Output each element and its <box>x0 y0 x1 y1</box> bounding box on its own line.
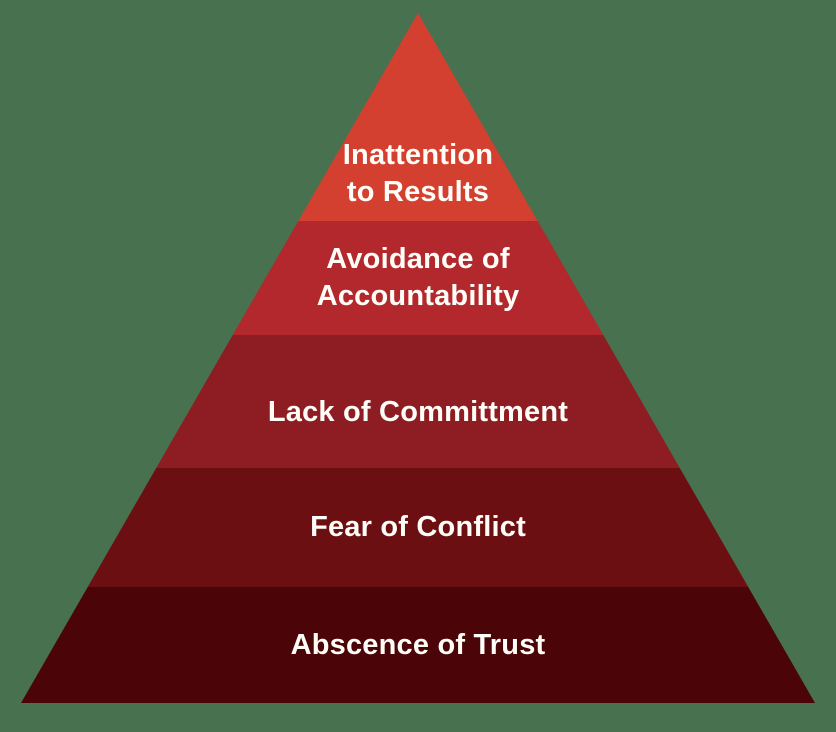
tier-lack-of-committment: Lack of Committment <box>21 335 815 468</box>
tier-abscence-of-trust: Abscence of Trust <box>21 587 815 703</box>
tier-label: Lack of Committment <box>267 396 569 428</box>
tier-avoidance-of-accountability: Avoidance of Accountability <box>21 221 815 335</box>
tier-label: to Results <box>346 176 490 208</box>
tier-label: Avoidance of <box>326 243 510 275</box>
tier-label: Accountability <box>316 280 520 312</box>
pyramid: Inattention to Results Avoidance of Acco… <box>21 13 815 703</box>
tier-fear-of-conflict: Fear of Conflict <box>21 468 815 587</box>
tier-label: Fear of Conflict <box>310 511 526 543</box>
tier-inattention-to-results: Inattention to Results <box>21 13 815 221</box>
tier-label: Inattention <box>342 139 494 171</box>
tier-label: Abscence of Trust <box>290 628 546 661</box>
